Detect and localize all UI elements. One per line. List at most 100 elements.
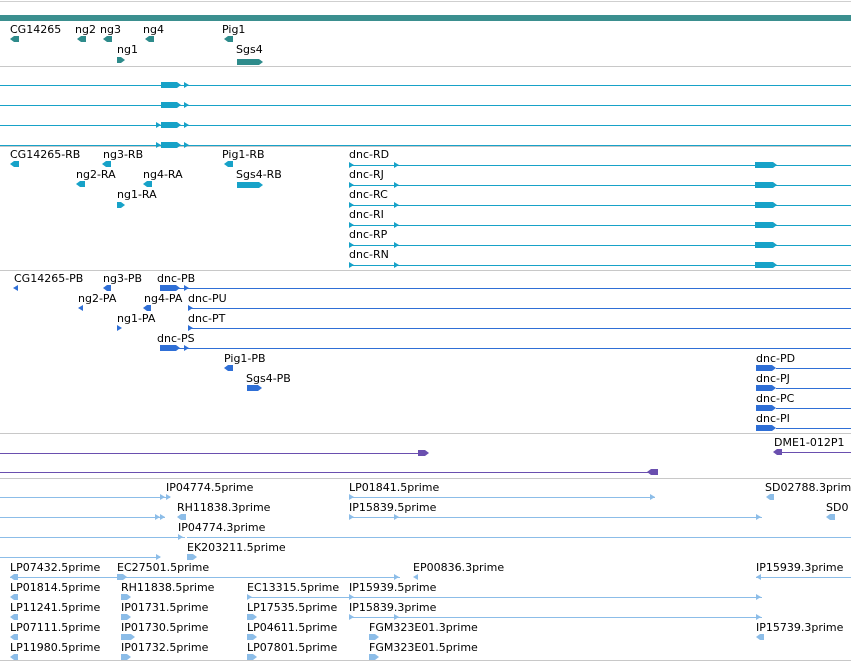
- transcript-exon[interactable]: [394, 202, 399, 208]
- est-glyph[interactable]: [766, 494, 774, 500]
- protein-glyph[interactable]: [224, 365, 233, 371]
- est-glyph[interactable]: [10, 594, 18, 600]
- protein-glyph[interactable]: [117, 325, 122, 331]
- transcript-exon[interactable]: [184, 102, 189, 108]
- gene-glyph[interactable]: [117, 57, 125, 63]
- est-glyph[interactable]: [121, 634, 135, 640]
- protein-glyph[interactable]: [756, 365, 776, 371]
- est-glyph[interactable]: [369, 654, 379, 660]
- protein-glyph[interactable]: [143, 305, 151, 311]
- transcript-exon[interactable]: [394, 162, 399, 168]
- est-glyph[interactable]: [349, 494, 354, 500]
- est-glyph[interactable]: [10, 614, 18, 620]
- match-glyph[interactable]: [418, 450, 429, 456]
- transcript-exon[interactable]: [755, 242, 777, 248]
- est-glyph[interactable]: [247, 614, 257, 620]
- transcript-exon[interactable]: [161, 82, 181, 88]
- est-glyph[interactable]: [650, 494, 655, 500]
- est-glyph[interactable]: [756, 514, 761, 520]
- transcript-exon[interactable]: [349, 182, 354, 188]
- est-label: IP15939.5prime: [349, 581, 437, 594]
- transcript-exon[interactable]: [755, 222, 777, 228]
- transcript-exon[interactable]: [394, 222, 399, 228]
- gene-label: ng3: [100, 23, 121, 36]
- transcript-glyph[interactable]: [237, 182, 263, 188]
- transcript-glyph[interactable]: [102, 161, 111, 167]
- transcript-exon[interactable]: [184, 142, 189, 148]
- est-glyph[interactable]: [121, 654, 131, 660]
- transcript-exon[interactable]: [184, 122, 189, 128]
- transcript-exon[interactable]: [161, 102, 181, 108]
- est-glyph[interactable]: [756, 574, 761, 580]
- est-glyph[interactable]: [369, 634, 379, 640]
- est-glyph[interactable]: [155, 514, 160, 520]
- est-glyph[interactable]: [117, 574, 127, 580]
- transcript-glyph[interactable]: [117, 202, 125, 208]
- est-glyph[interactable]: [349, 514, 354, 520]
- transcript-exon[interactable]: [755, 202, 777, 208]
- protein-glyph[interactable]: [756, 425, 776, 431]
- transcript-exon[interactable]: [394, 182, 399, 188]
- est-glyph[interactable]: [247, 594, 252, 600]
- est-glyph[interactable]: [756, 634, 764, 640]
- transcript-exon[interactable]: [755, 182, 777, 188]
- protein-glyph[interactable]: [13, 285, 18, 291]
- transcript-exon[interactable]: [349, 242, 354, 248]
- transcript-exon[interactable]: [349, 222, 354, 228]
- protein-label: ng1-PA: [117, 312, 156, 325]
- transcript-glyph[interactable]: [224, 161, 233, 167]
- gene-glyph[interactable]: [103, 36, 112, 42]
- transcript-exon[interactable]: [161, 122, 181, 128]
- est-glyph[interactable]: [178, 534, 183, 540]
- transcript-glyph[interactable]: [76, 181, 85, 187]
- est-glyph[interactable]: [166, 494, 171, 500]
- protein-glyph[interactable]: [247, 385, 262, 391]
- transcript-exon[interactable]: [394, 242, 399, 248]
- est-label: LP11980.5prime: [10, 641, 101, 654]
- transcript-exon[interactable]: [156, 122, 161, 128]
- protein-glyph[interactable]: [756, 405, 776, 411]
- transcript-exon[interactable]: [184, 82, 189, 88]
- match-glyph[interactable]: [647, 469, 658, 475]
- transcript-exon[interactable]: [394, 262, 399, 268]
- est-glyph[interactable]: [826, 514, 835, 520]
- est-glyph[interactable]: [121, 614, 131, 620]
- gene-glyph[interactable]: [237, 59, 263, 65]
- est-glyph[interactable]: [394, 574, 399, 580]
- est-glyph[interactable]: [10, 634, 18, 640]
- transcript-exon[interactable]: [349, 202, 354, 208]
- transcript-exon[interactable]: [349, 262, 354, 268]
- est-glyph[interactable]: [247, 634, 257, 640]
- est-glyph[interactable]: [756, 594, 761, 600]
- est-glyph[interactable]: [10, 654, 18, 660]
- gene-glyph[interactable]: [77, 36, 86, 42]
- gene-glyph[interactable]: [224, 36, 233, 42]
- est-glyph[interactable]: [394, 614, 399, 620]
- est-glyph[interactable]: [349, 614, 354, 620]
- est-glyph[interactable]: [121, 594, 131, 600]
- transcript-exon[interactable]: [161, 142, 181, 148]
- gene-glyph[interactable]: [10, 36, 19, 42]
- est-glyph[interactable]: [160, 494, 165, 500]
- match-glyph[interactable]: [773, 449, 782, 455]
- est-label: IP01732.5prime: [121, 641, 209, 654]
- transcript-exon[interactable]: [156, 142, 161, 148]
- est-glyph[interactable]: [177, 514, 186, 520]
- est-glyph[interactable]: [756, 614, 761, 620]
- transcript-glyph[interactable]: [10, 161, 19, 167]
- transcript-exon[interactable]: [755, 262, 777, 268]
- protein-glyph[interactable]: [756, 385, 776, 391]
- transcript-glyph[interactable]: [143, 181, 152, 187]
- transcript-exon[interactable]: [755, 162, 777, 168]
- est-glyph[interactable]: [413, 574, 418, 580]
- est-glyph[interactable]: [247, 654, 257, 660]
- est-glyph[interactable]: [394, 514, 399, 520]
- transcript-exon[interactable]: [349, 162, 354, 168]
- est-glyph[interactable]: [187, 554, 197, 560]
- est-glyph[interactable]: [160, 514, 165, 520]
- gene-glyph[interactable]: [145, 36, 154, 42]
- protein-glyph[interactable]: [103, 285, 111, 291]
- protein-glyph[interactable]: [78, 305, 83, 311]
- est-glyph[interactable]: [156, 554, 161, 560]
